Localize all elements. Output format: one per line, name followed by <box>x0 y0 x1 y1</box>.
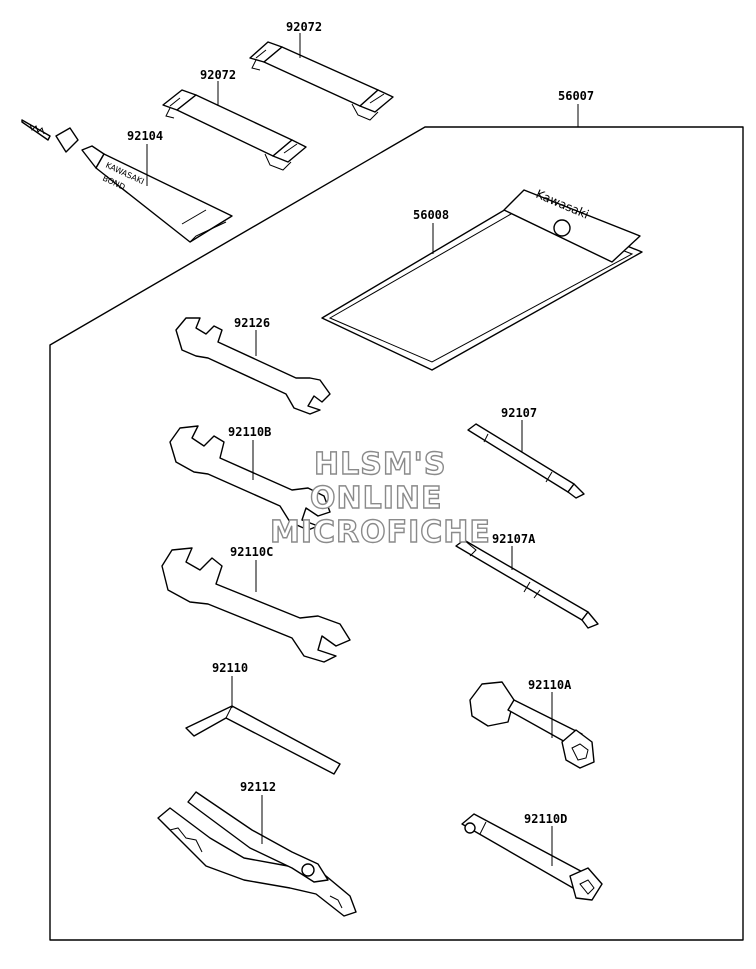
label-bond-tube: 92104 <box>127 129 163 143</box>
label-strap-top: 92072 <box>286 20 322 34</box>
label-pliers: 92112 <box>240 780 276 794</box>
wrench-92126 <box>175 317 331 415</box>
tool-kit-frame <box>49 126 744 941</box>
wrench-92110c <box>161 547 351 663</box>
label-hex-key: 92110 <box>212 661 248 675</box>
label-plug-wrench: 92110D <box>524 812 567 826</box>
strap-bottom <box>162 89 307 171</box>
plug-wrench <box>461 813 603 901</box>
label-screwdriver-a: 92107 <box>501 406 537 420</box>
bond-tube: KAWASAKI BOND <box>21 119 233 243</box>
label-screwdriver-b: 92107A <box>492 532 536 546</box>
pliers <box>157 791 357 917</box>
label-wrench-b: 92110B <box>228 425 271 439</box>
strap-top <box>249 41 394 121</box>
label-tool-kit: 56007 <box>558 89 594 103</box>
label-wrench-c: 92110C <box>230 545 273 559</box>
label-wrench-a: 92126 <box>234 316 270 330</box>
watermark-line-1: HLSM'S <box>314 447 446 482</box>
hex-key <box>185 705 341 775</box>
label-strap-bottom: 92072 <box>200 68 236 82</box>
tool-bag: Kawasaki <box>321 187 643 371</box>
watermark: HLSM'S ONLINE MICROFICHE <box>269 446 491 550</box>
watermark-line-3: MICROFICHE <box>270 515 491 550</box>
box-wrench <box>469 681 595 769</box>
screwdriver-92107a <box>455 539 599 629</box>
watermark-line-2: ONLINE <box>310 481 443 516</box>
screwdriver-92107 <box>467 423 585 499</box>
label-tool-bag: 56008 <box>413 208 449 222</box>
wrench-92110b <box>169 425 331 531</box>
label-box-wrench: 92110A <box>528 678 572 692</box>
